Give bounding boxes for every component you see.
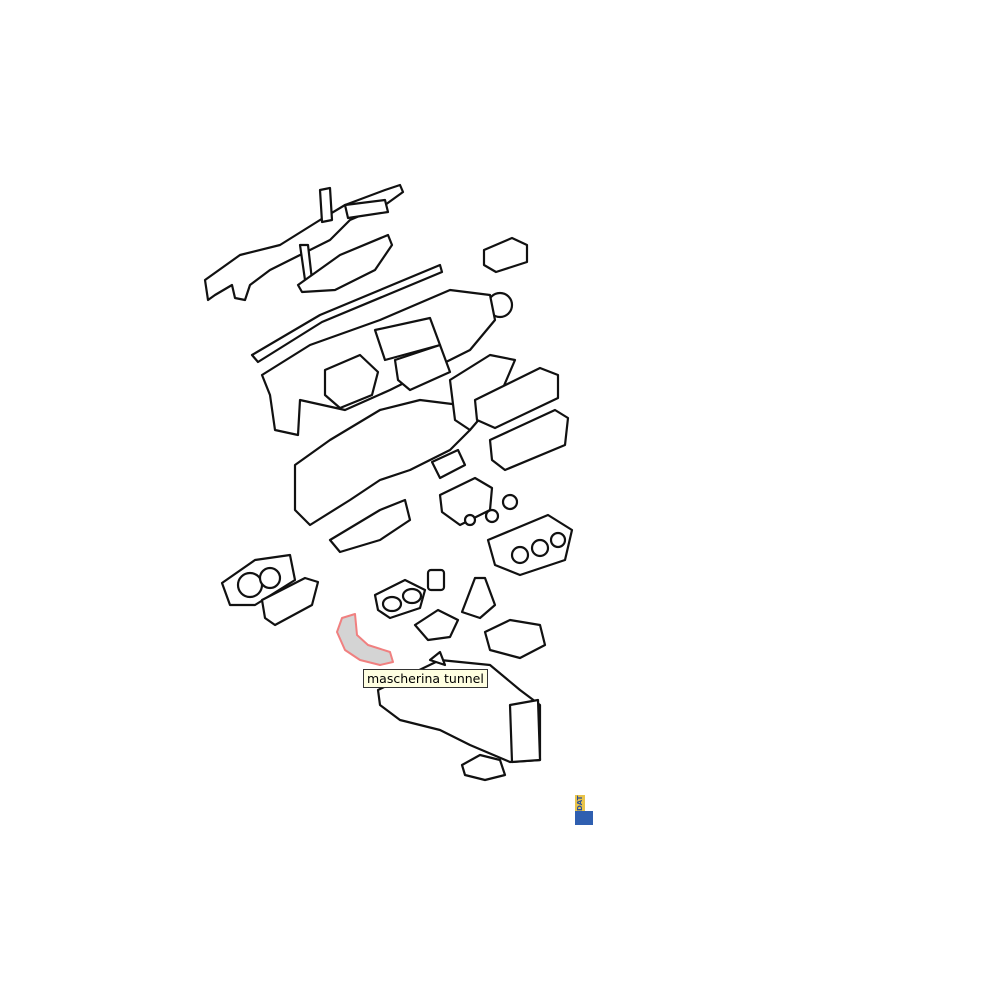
part-lower-dashboard[interactable]	[293, 398, 472, 554]
part-dashboard[interactable]	[260, 288, 497, 437]
part-cupholder[interactable]	[373, 578, 427, 620]
part-airbag-module[interactable]	[482, 236, 529, 274]
logo-text: DAT	[575, 795, 585, 811]
part-upper-vent-duct[interactable]	[296, 233, 394, 294]
part-windshield-trim[interactable]	[250, 263, 444, 364]
dat-logo: DAT	[575, 795, 593, 825]
part-center-bezel[interactable]	[486, 513, 574, 577]
part-cluster-lens[interactable]	[260, 576, 320, 627]
part-climate-control[interactable]	[438, 476, 519, 527]
part-crossbeam[interactable]	[203, 183, 405, 302]
part-glovebox[interactable]	[488, 408, 570, 472]
part-switch-panel[interactable]	[430, 448, 467, 480]
car-icon	[575, 811, 593, 825]
part-shifter-bezel[interactable]	[413, 608, 460, 642]
part-glovebox-upper[interactable]	[473, 366, 560, 430]
part-lighter[interactable]	[426, 568, 446, 592]
part-gear-boot[interactable]	[460, 576, 497, 620]
part-armrest-lid[interactable]	[483, 618, 547, 660]
part-console-bracket[interactable]	[460, 753, 507, 782]
part-instrument-cluster[interactable]	[220, 553, 297, 607]
part-mascherina-tunnel-highlighted[interactable]	[336, 613, 394, 666]
part-tooltip: mascherina tunnel	[363, 669, 488, 688]
